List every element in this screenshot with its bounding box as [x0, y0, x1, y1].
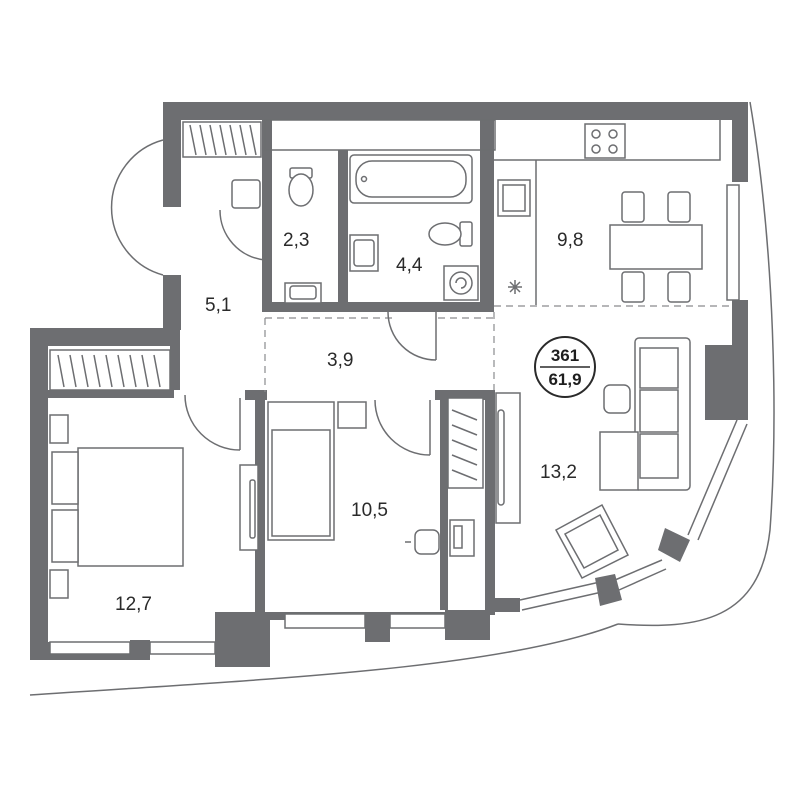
tv-stand	[495, 392, 521, 524]
desk-chair-icon	[405, 519, 475, 557]
bathroom-area-label: 4,4	[396, 255, 423, 276]
corridor-area-label: 3,9	[327, 350, 353, 371]
toilet-icon	[428, 221, 473, 247]
sofa-icon	[599, 337, 691, 491]
kitchen-counter	[494, 120, 721, 305]
closets	[49, 121, 484, 489]
child-bedroom-area-label: 10,5	[351, 500, 388, 521]
toilet-icon	[288, 167, 314, 207]
kitchen-area-label: 9,8	[557, 230, 583, 251]
armchair-icon	[554, 503, 630, 579]
curved-window	[519, 419, 748, 611]
unit-number: 361	[551, 346, 579, 365]
master-bedroom-area-label: 12,7	[115, 594, 152, 615]
sink-icon	[349, 234, 379, 272]
bedroom-tv	[239, 464, 259, 551]
zone-dividers	[264, 305, 730, 392]
washing-machine-icon	[443, 265, 479, 301]
unit-total-area: 61,9	[548, 370, 581, 389]
living-room-area-label: 13,2	[540, 462, 577, 483]
windows	[49, 184, 740, 655]
site-outline	[29, 101, 775, 696]
hall-cabinet	[231, 179, 261, 209]
fridge-icon	[497, 179, 531, 217]
sink-icon	[284, 282, 322, 304]
interior-walls	[44, 119, 496, 615]
stove-icon	[584, 123, 626, 159]
unit-badge: 361 61,9	[534, 336, 596, 398]
doors	[110, 139, 437, 456]
hall-area-label: 5,1	[205, 295, 231, 316]
bed-icon	[267, 401, 367, 541]
dining-table-icon	[609, 191, 703, 303]
bed-icon	[49, 414, 184, 599]
bathtub-icon	[349, 154, 473, 204]
kitchen-sink-icon	[508, 280, 522, 294]
toilet-area-label: 2,3	[283, 230, 309, 251]
